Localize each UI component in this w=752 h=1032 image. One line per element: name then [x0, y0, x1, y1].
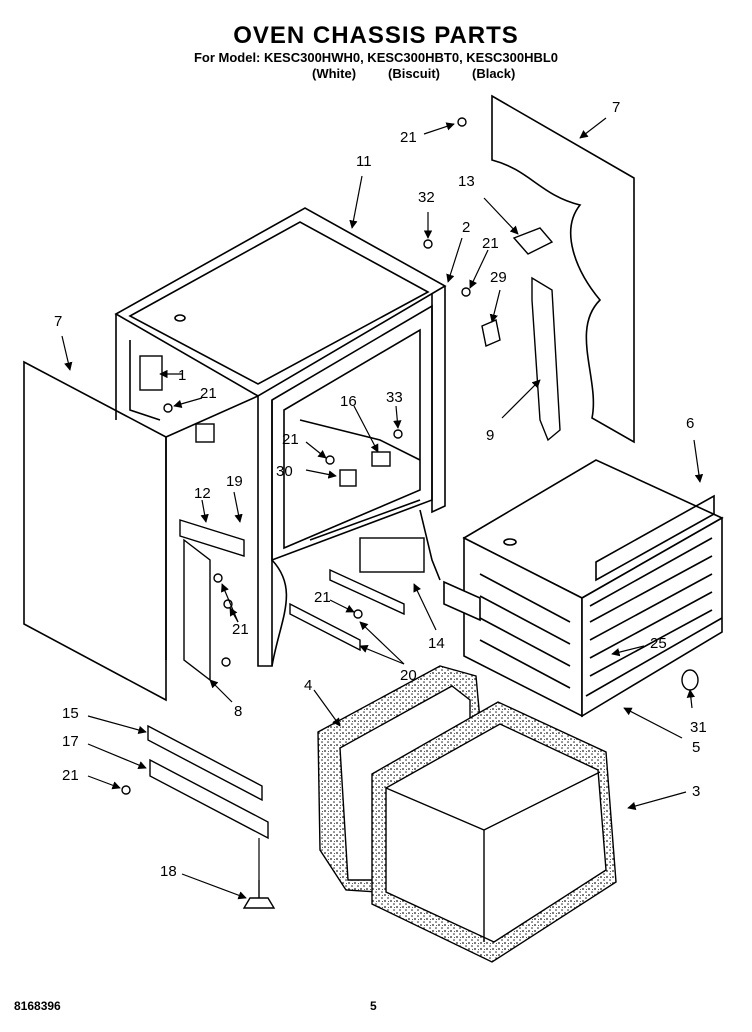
callout-21: 21 — [482, 235, 499, 252]
callout-1: 1 — [178, 367, 186, 384]
callout-21: 21 — [200, 385, 217, 402]
side-panel-left — [23, 360, 167, 702]
model-line: For Model: KESC300HWH0, KESC300HBT0, KES… — [193, 50, 559, 65]
variant-white: (White) — [312, 66, 357, 81]
callout-32: 32 — [418, 189, 435, 206]
page-number: 5 — [370, 999, 377, 1013]
callout-4: 4 — [304, 677, 312, 694]
callout-21: 21 — [232, 621, 249, 638]
callout-31: 31 — [690, 719, 707, 736]
leader-lines — [61, 117, 704, 900]
callout-21: 21 — [400, 129, 417, 146]
callout-7: 7 — [612, 99, 620, 116]
callout-3: 3 — [692, 783, 700, 800]
callout-16: 16 — [340, 393, 357, 410]
chassis-frame — [114, 207, 447, 667]
document-number: 8168396 — [14, 999, 61, 1013]
callout-29: 29 — [490, 269, 507, 286]
callout-21: 21 — [282, 431, 299, 448]
part-callouts: 7 21 13 11 32 2 21 29 7 1 21 16 33 9 21 30 6 19 12 21 21 14 25… — [54, 99, 707, 880]
callout-13: 13 — [458, 173, 475, 190]
callout-11: 11 — [356, 153, 372, 170]
component-parts — [121, 117, 699, 909]
callout-25: 25 — [650, 635, 667, 652]
callout-20: 20 — [400, 667, 417, 684]
callout-18: 18 — [160, 863, 177, 880]
oven-cavity — [443, 459, 724, 718]
callout-5: 5 — [692, 739, 700, 756]
variant-black: (Black) — [472, 66, 516, 81]
callout-21: 21 — [314, 589, 331, 606]
callout-19: 19 — [226, 473, 243, 490]
callout-6: 6 — [686, 415, 694, 432]
callout-33: 33 — [386, 389, 403, 406]
callout-8: 8 — [234, 703, 242, 720]
callout-2: 2 — [462, 219, 470, 236]
callout-21: 21 — [62, 767, 79, 784]
callout-30: 30 — [276, 463, 293, 480]
callout-17: 17 — [62, 733, 79, 750]
variant-biscuit: (Biscuit) — [388, 66, 440, 81]
callout-9: 9 — [486, 427, 494, 444]
callout-7: 7 — [54, 313, 62, 330]
insulation-blanket-inner — [371, 701, 617, 963]
side-panel-right — [491, 94, 635, 444]
callout-14: 14 — [428, 635, 445, 652]
callout-15: 15 — [62, 705, 79, 722]
callout-12: 12 — [194, 485, 211, 502]
page-title: OVEN CHASSIS PARTS — [233, 22, 519, 49]
